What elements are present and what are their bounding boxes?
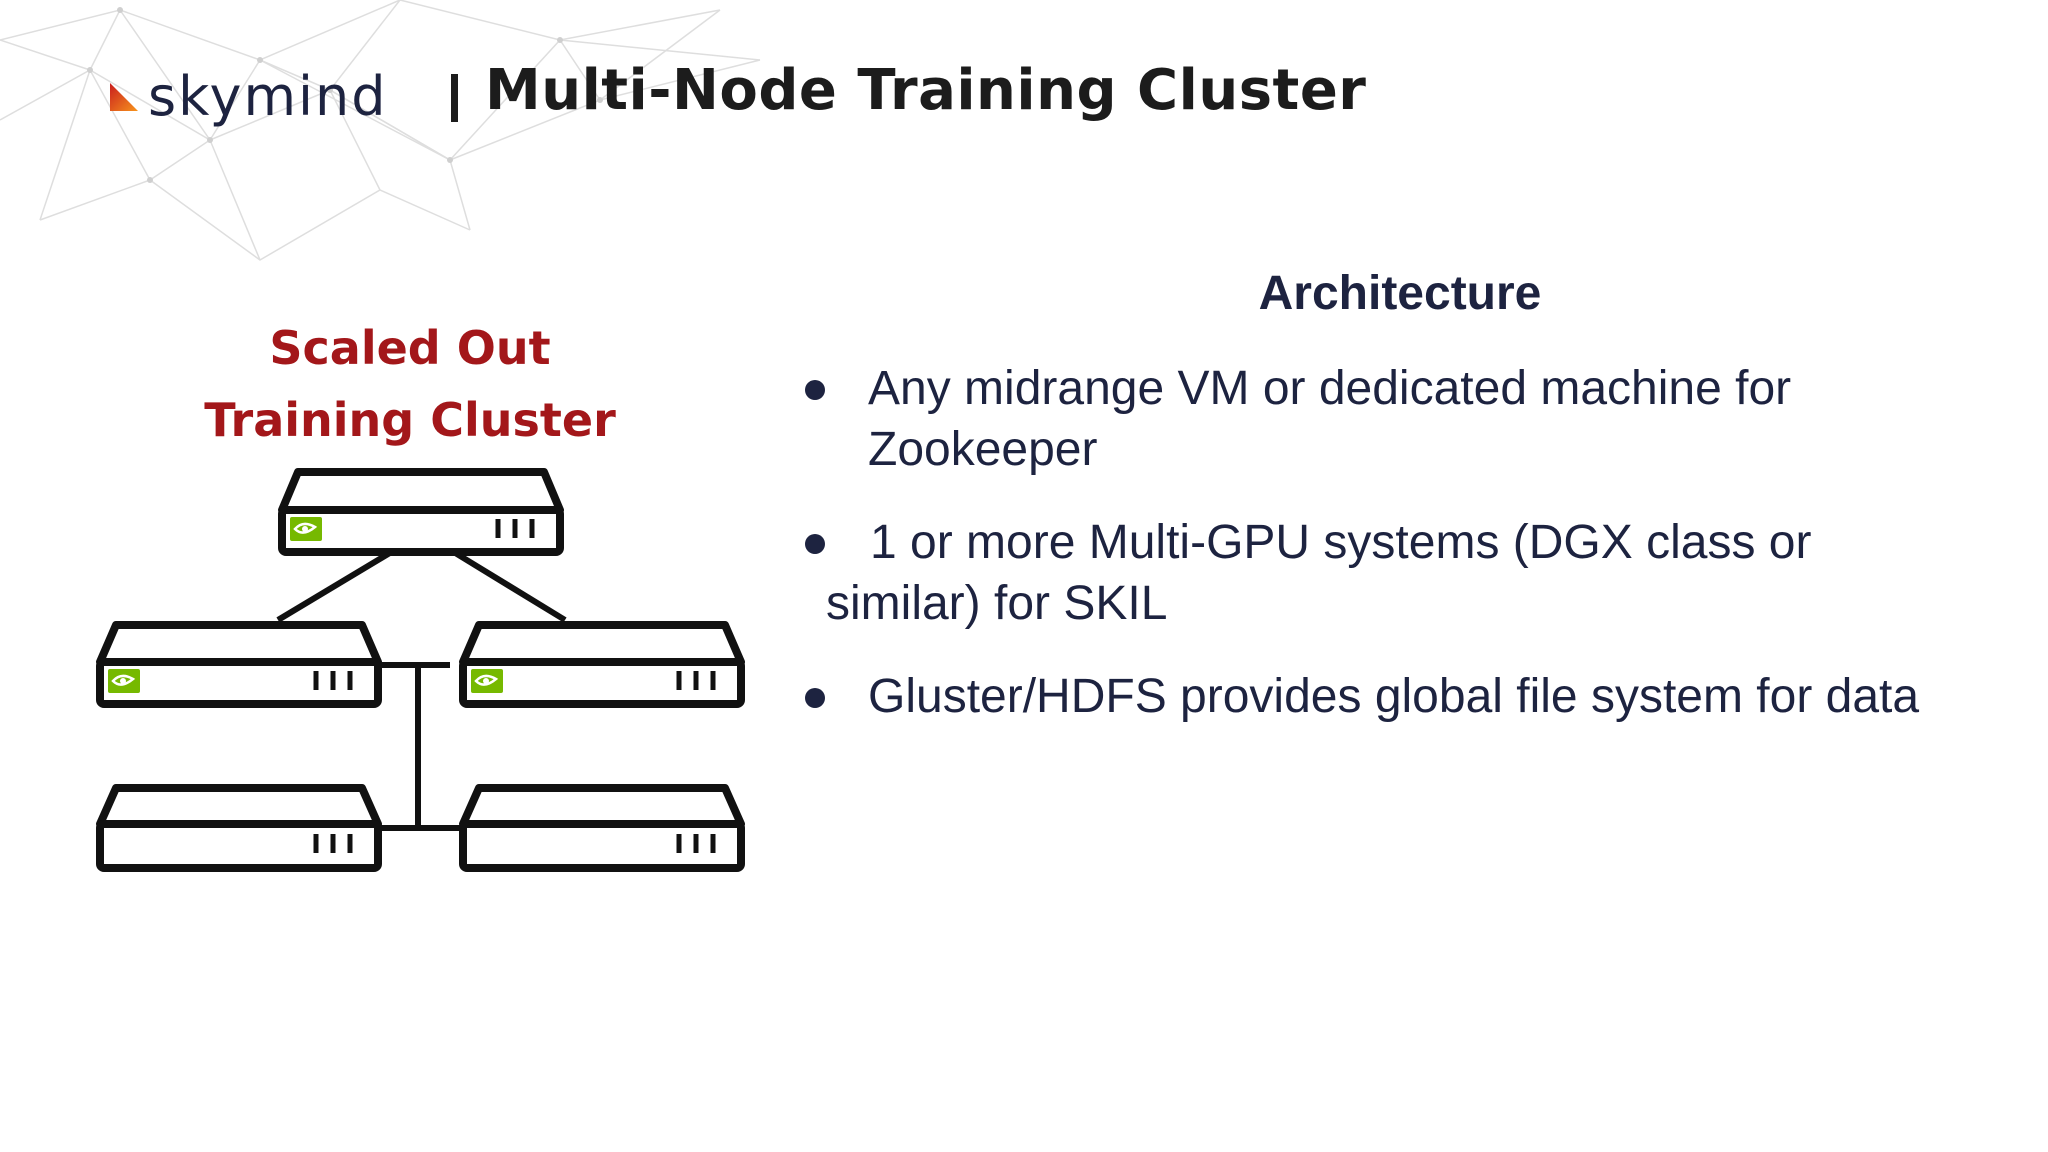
- bullet-dot-icon: [805, 688, 825, 708]
- bullet-text-line: Zookeeper: [868, 423, 1098, 476]
- cluster-title-line1: Scaled Out: [269, 321, 551, 375]
- cluster-title-line2: Training Cluster: [204, 393, 616, 447]
- bullet-dot-icon: [805, 380, 825, 400]
- gpu-chip-icon: [106, 667, 142, 695]
- server-node-top: [278, 468, 564, 556]
- cluster-title: Scaled Out Training Cluster: [140, 312, 680, 456]
- server-node-middle-right: [459, 621, 745, 708]
- gpu-chip-icon: [288, 515, 324, 543]
- gpu-chip-icon: [469, 667, 505, 695]
- logo-triangle-icon: [110, 83, 138, 111]
- architecture-heading: Architecture: [1258, 267, 1542, 320]
- bullet-text-line: Any midrange VM or dedicated machine for: [868, 362, 1792, 415]
- network-background: [0, 0, 761, 261]
- bullet-dot-icon: [805, 534, 825, 554]
- server-node-bottom-left: [96, 784, 382, 872]
- bullet-text-line: similar) for SKIL: [826, 577, 1168, 630]
- title-divider: [451, 74, 458, 122]
- server-node-middle-left: [96, 621, 382, 708]
- skymind-logo: skymind: [108, 62, 388, 132]
- logo-text: skymind: [148, 65, 388, 128]
- network-links: [276, 548, 567, 831]
- bullet-text-line: 1 or more Multi-GPU systems (DGX class o…: [870, 516, 1812, 569]
- page-title: Multi-Node Training Cluster: [485, 58, 1367, 123]
- bullet-text-line: Gluster/HDFS provides global file system…: [868, 670, 1920, 723]
- server-node-bottom-right: [459, 784, 745, 872]
